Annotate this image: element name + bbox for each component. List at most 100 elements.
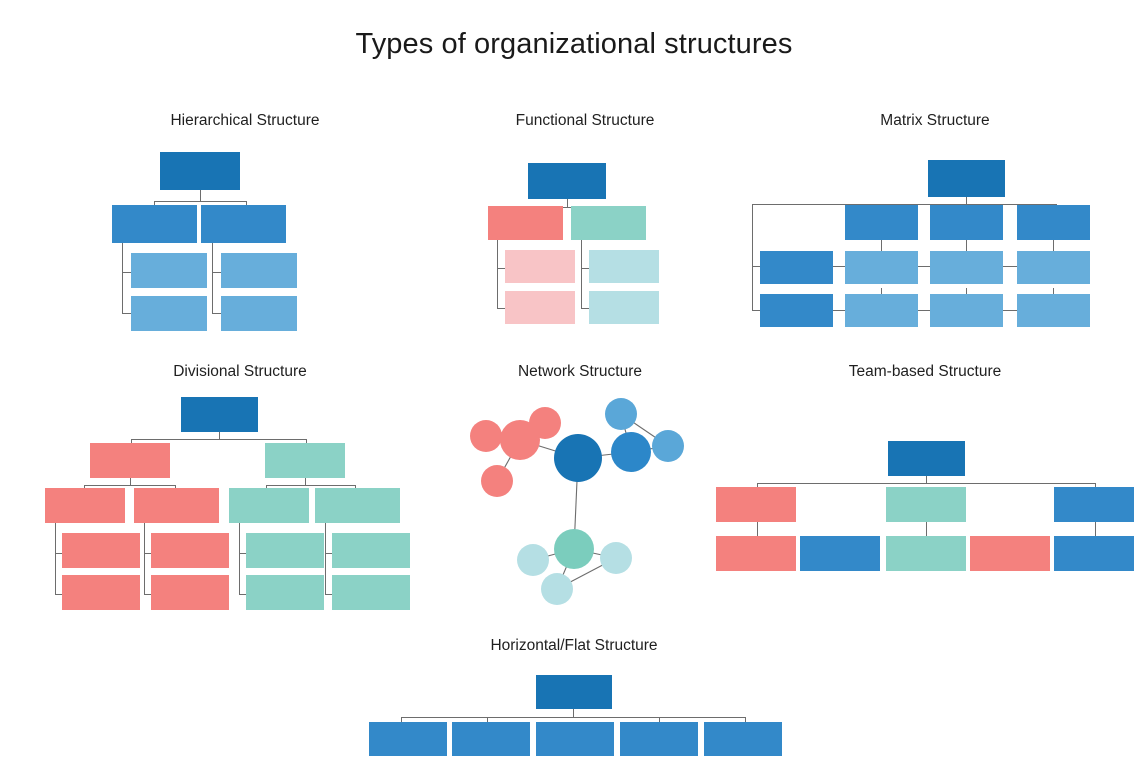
node-division-b-unit-2 [315, 488, 400, 523]
node-division-a-team-3 [62, 575, 140, 610]
connector-b1-c1 [239, 553, 249, 554]
connector-right-child2 [212, 313, 222, 314]
connector-flat-bus [401, 717, 745, 718]
node-division-a-unit-1 [45, 488, 125, 523]
node-root [160, 152, 240, 190]
node-report-1 [131, 253, 207, 288]
connector-top-bus [752, 204, 1057, 205]
connector-left-spine [122, 243, 123, 313]
connector-lead1-down [757, 522, 758, 536]
connector-a2-c2 [144, 594, 154, 595]
connector-a1-spine [55, 523, 56, 594]
section-title-network: Network Structure [517, 363, 643, 380]
node-flat-unit-3 [536, 722, 614, 756]
connector-left-spine [497, 240, 498, 308]
connector-team-left-drop [757, 483, 758, 490]
connector-level1-bus [154, 201, 247, 202]
network-node-salmon-leaf-3 [481, 465, 513, 497]
node-report-3 [131, 296, 207, 331]
connector-left-child1 [122, 272, 132, 273]
connector-bus-left-drop [752, 204, 753, 310]
node-matrix-cell-r2c1 [845, 294, 918, 327]
node-function-head-2 [930, 205, 1003, 240]
connector-col1-v1 [881, 240, 882, 253]
node-flat-unit-2 [452, 722, 530, 756]
node-flat-unit-5 [704, 722, 782, 756]
network-node-blue-head [611, 432, 651, 472]
connector-a2-spine [144, 523, 145, 594]
node-manager-right [201, 205, 286, 243]
network-node-salmon-leaf-2 [529, 407, 561, 439]
connector-right-child1 [212, 272, 222, 273]
connector-right-child2 [581, 308, 590, 309]
connector-row2-h2 [918, 310, 930, 311]
connector-col3-v1 [1053, 240, 1054, 253]
network-node-teal-leaf-3 [541, 573, 573, 605]
connector-b2-c1 [325, 553, 335, 554]
connector-col2-v2 [966, 288, 967, 298]
connector-root-stem [200, 190, 201, 202]
connector-b1-spine [239, 523, 240, 594]
node-division-b-team-3 [246, 575, 324, 610]
node-manager-left [112, 205, 197, 243]
section-title-team-based: Team-based Structure [848, 363, 1002, 380]
node-team-member-5 [1054, 536, 1134, 571]
node-root [888, 441, 965, 476]
node-root [528, 163, 606, 199]
node-subfunction-2 [589, 250, 659, 283]
node-team-lead-2 [886, 487, 966, 522]
connector-right-spine [581, 240, 582, 308]
network-node-salmon-leaf-1 [470, 420, 502, 452]
connector-divb-bus [266, 485, 356, 486]
network-node-teal-leaf-1 [517, 544, 549, 576]
connector-flat-drop-4 [659, 717, 660, 725]
node-root [536, 675, 612, 709]
connector-flat-drop-5 [745, 717, 746, 725]
connector-root-stem [567, 199, 568, 208]
node-division-a [90, 443, 170, 478]
node-division-a-team-1 [62, 533, 140, 568]
node-matrix-cell-r1c2 [930, 251, 1003, 284]
node-flat-unit-4 [620, 722, 698, 756]
page-title: Types of organizational structures [355, 28, 793, 60]
connector-diva-stem [130, 478, 131, 486]
node-flat-unit-1 [369, 722, 447, 756]
connector-divb-stem [305, 478, 306, 486]
connector-level1-bus [525, 207, 610, 208]
node-division-b-team-4 [332, 575, 410, 610]
connector-div-bus [131, 439, 307, 440]
section-title-divisional: Divisional Structure [173, 363, 307, 380]
connector-right-spine [212, 243, 213, 313]
node-division-b [265, 443, 345, 478]
connector-team-bus [757, 483, 1096, 484]
network-node-hub [554, 434, 602, 482]
connector-rowlead-1 [752, 266, 761, 267]
network-node-blue-leaf-2 [652, 430, 684, 462]
network-node-teal-leaf-2 [600, 542, 632, 574]
connector-row1-h1 [833, 266, 845, 267]
connector-row2-h1 [833, 310, 845, 311]
node-function-ops [571, 206, 646, 240]
section-title-matrix: Matrix Structure [880, 112, 990, 129]
node-division-b-unit-1 [229, 488, 309, 523]
node-team-member-1 [716, 536, 796, 571]
node-project-lead-1 [760, 251, 833, 284]
node-team-member-2 [800, 536, 880, 571]
node-matrix-cell-r1c1 [845, 251, 918, 284]
node-division-a-unit-2 [134, 488, 219, 523]
connector-a1-c1 [55, 553, 65, 554]
node-matrix-cell-r1c3 [1017, 251, 1090, 284]
connector-col2-v1 [966, 240, 967, 253]
connector-b2-c2 [325, 594, 335, 595]
connector-flat-drop-2 [487, 717, 488, 725]
section-title-horizontal-flat: Horizontal/Flat Structure [490, 637, 658, 654]
connector-lead2-down [926, 522, 927, 536]
node-division-a-team-2 [151, 533, 229, 568]
node-subfunction-4 [589, 291, 659, 324]
node-subfunction-3 [505, 291, 575, 324]
connector-team-right-drop [1095, 483, 1096, 490]
node-function-sales [488, 206, 563, 240]
node-function-head-1 [845, 205, 918, 240]
node-division-b-team-1 [246, 533, 324, 568]
network-node-blue-leaf-1 [605, 398, 637, 430]
